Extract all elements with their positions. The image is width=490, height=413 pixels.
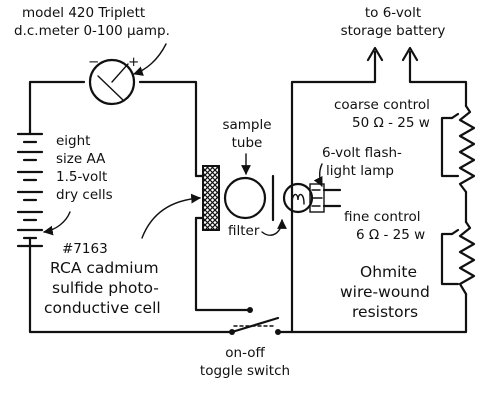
- meter-range-label: d.c.meter 0-100 μamp.: [14, 23, 170, 39]
- wire-left-side: [28, 248, 234, 334]
- battery-label-line1: to 6-volt: [364, 5, 422, 21]
- resistors-label-line3: resistors: [352, 303, 419, 321]
- coarse-control-resistor: [440, 104, 476, 194]
- filter-label: filter: [228, 223, 260, 239]
- wire-top-left: [28, 80, 198, 178]
- fine-control-label-line2: 6 Ω - 25 w: [356, 227, 426, 243]
- cell-label-line2: RCA cadmium: [50, 259, 159, 277]
- wire-cell-to-switch: [194, 216, 252, 312]
- microammeter: [88, 58, 136, 106]
- meter-leader-arrow: [133, 43, 167, 76]
- cells-label-line1: eight: [56, 133, 91, 149]
- lamp-label-line1: 6-volt flash-: [322, 145, 402, 161]
- filter-leader-arrow: [261, 219, 287, 236]
- battery-label-line2: storage battery: [340, 23, 446, 39]
- fine-control-resistor: [440, 220, 476, 296]
- cell-part-number-label: #7163: [62, 241, 108, 257]
- resistors-label-line1: Ohmite: [360, 263, 418, 281]
- coarse-control-label-line1: coarse control: [334, 97, 430, 113]
- cell-label-line3: sulfide photo-: [52, 279, 159, 297]
- lamp-leader-arrow: [313, 163, 323, 187]
- cells-leader-arrow: [43, 211, 71, 236]
- battery-terminals: [366, 46, 419, 62]
- cell-leader-arrow: [141, 193, 201, 239]
- cell-label-line4: conductive cell: [44, 299, 161, 317]
- toggle-switch: [229, 307, 281, 335]
- switch-label-line2: toggle switch: [199, 363, 291, 379]
- sample-tube-label-line1: sample: [222, 117, 272, 133]
- cells-label-line4: dry cells: [56, 187, 113, 203]
- cells-label-line3: 1.5-volt: [56, 169, 108, 185]
- sample-tube-label-line2: tube: [231, 135, 263, 151]
- meter-model-label: model 420 Triplett: [22, 5, 146, 21]
- lamp-label-line2: light lamp: [326, 163, 394, 179]
- coarse-control-label-line2: 50 Ω - 25 w: [352, 115, 430, 131]
- meter-plus-label: +: [128, 54, 140, 70]
- sample-tube: [223, 176, 267, 220]
- dry-cell-battery: [16, 128, 44, 252]
- meter-minus-label: −: [88, 54, 100, 70]
- photoconductive-cell: [194, 165, 220, 231]
- fine-control-label-line1: fine control: [344, 209, 421, 225]
- switch-label-line1: on-off: [225, 345, 265, 361]
- resistors-label-line2: wire-wound: [340, 283, 430, 301]
- cells-label-line2: size AA: [56, 151, 106, 167]
